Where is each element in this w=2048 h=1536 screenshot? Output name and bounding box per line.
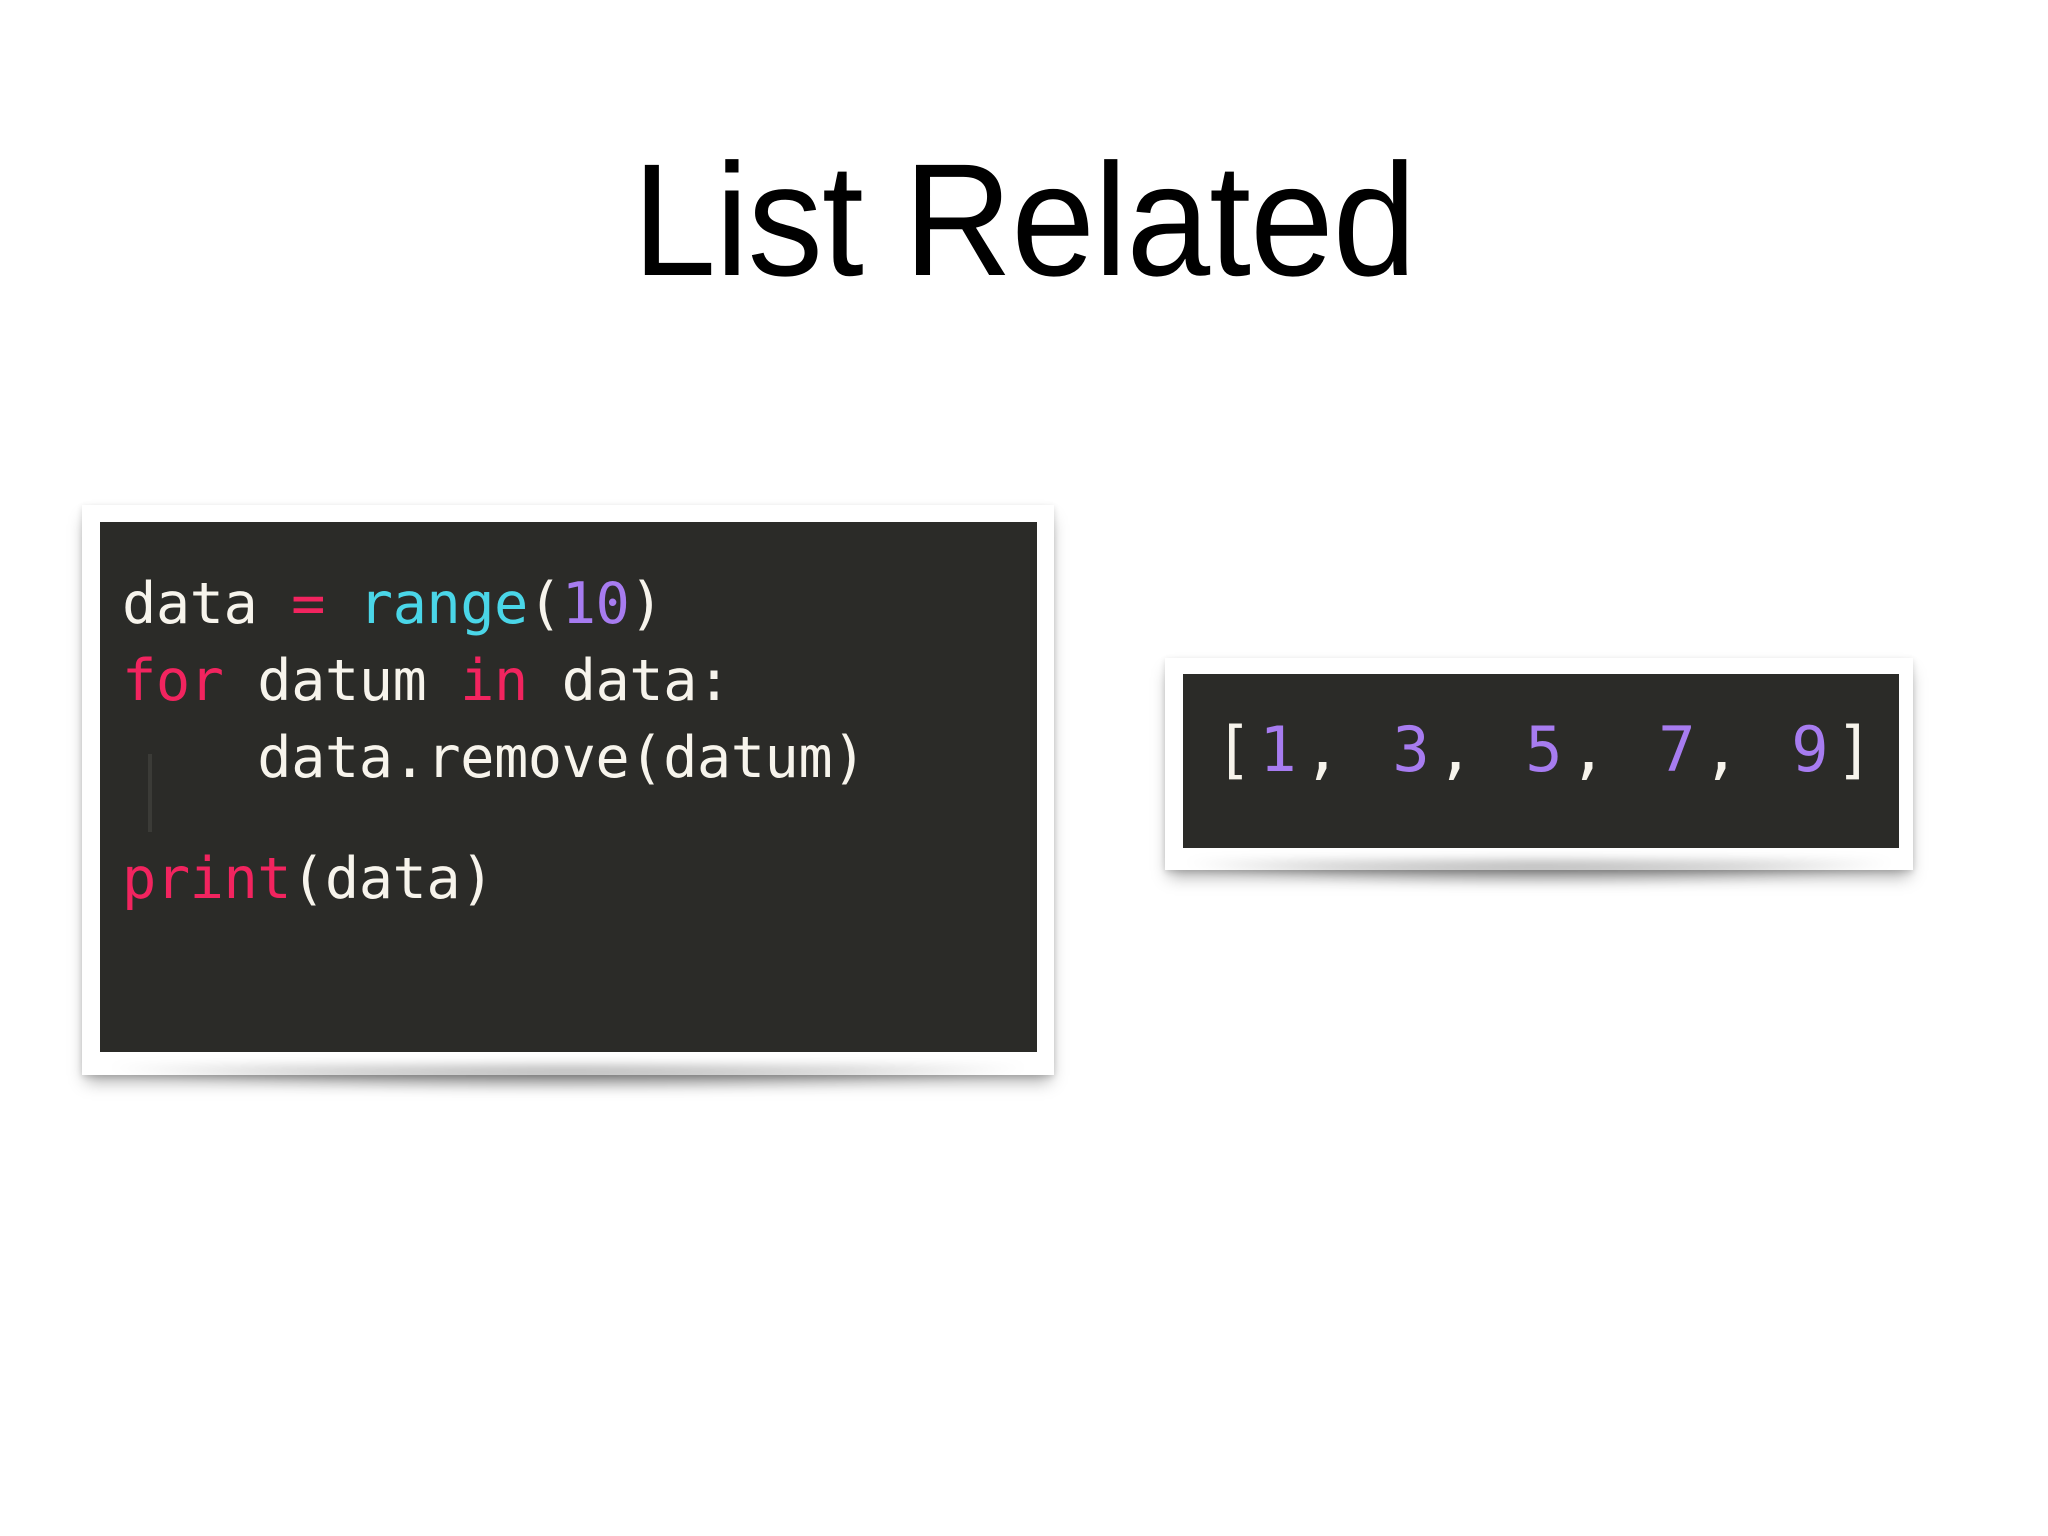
code-token-punc: ) xyxy=(629,571,664,637)
code-token-kw: = xyxy=(291,571,325,637)
code-token-plain xyxy=(325,571,359,637)
code-token-punc: , xyxy=(1436,713,1526,786)
code-token-plain xyxy=(257,571,291,637)
code-token-punc: , xyxy=(1569,713,1659,786)
code-token-num: 9 xyxy=(1791,713,1836,786)
code-token-plain: datum xyxy=(223,648,461,714)
code-token-plain: (data) xyxy=(291,846,494,912)
code-listing: data = range(10)for datum in data: data.… xyxy=(122,566,866,918)
code-line: data.remove(datum) xyxy=(122,720,866,797)
code-token-num: 7 xyxy=(1658,713,1703,786)
code-token-plain: data.remove(datum) xyxy=(122,725,866,791)
page-title: List Related xyxy=(632,130,1417,309)
output-listing: [1, 3, 5, 7, 9] xyxy=(1215,714,1880,786)
code-token-punc: [ xyxy=(1215,713,1260,786)
code-line: print(data) xyxy=(122,841,866,918)
output-console-surface: [1, 3, 5, 7, 9] xyxy=(1183,674,1899,848)
code-token-plain: data: xyxy=(527,648,732,714)
code-editor-surface: data = range(10)for datum in data: data.… xyxy=(100,522,1037,1052)
code-snippet-card: data = range(10)for datum in data: data.… xyxy=(82,505,1054,1075)
code-token-kw: print xyxy=(122,846,292,912)
code-line: for datum in data: xyxy=(122,643,866,720)
code-token-punc: , xyxy=(1702,713,1792,786)
code-token-num: 1 xyxy=(1259,713,1304,786)
code-token-punc: , xyxy=(1303,713,1393,786)
code-line: data = range(10) xyxy=(122,566,866,643)
code-token-num: 3 xyxy=(1392,713,1437,786)
code-token-kw: for xyxy=(122,648,224,714)
indent-guide-line xyxy=(148,754,152,832)
code-line xyxy=(122,797,866,841)
code-token-num: 10 xyxy=(561,571,630,637)
code-token-plain: data xyxy=(122,571,258,637)
code-token-kw: in xyxy=(460,648,528,714)
code-token-fn: range xyxy=(358,571,529,637)
code-token-punc: ( xyxy=(527,571,562,637)
output-result-card: [1, 3, 5, 7, 9] xyxy=(1165,658,1913,870)
code-token-num: 5 xyxy=(1525,713,1570,786)
code-token-punc: ] xyxy=(1835,713,1880,786)
